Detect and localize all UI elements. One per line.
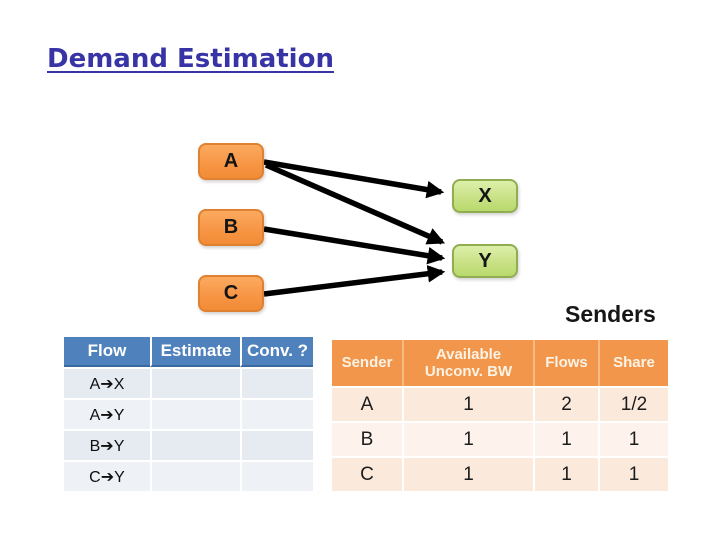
senders-table-header-bw: Available Unconv. BW [402,340,533,386]
flow-cell: A➔Y [64,400,150,429]
estimate-cell [150,431,240,460]
share-cell: 1/2 [598,388,668,421]
flows-cell: 1 [533,458,598,491]
share-cell: 1 [598,423,668,456]
bw-cell: 1 [402,388,533,421]
sender-cell: B [332,423,402,456]
sender-node-a-label: A [223,150,239,172]
slide-title: Demand Estimation [47,44,334,74]
receiver-node-x-label: X [478,184,492,207]
sender-cell: C [332,458,402,491]
sender-node-b-label: B [223,216,239,238]
flow-table: Flow Estimate Conv. ? A➔X A➔Y B➔Y C➔Y [64,337,313,491]
flow-cell: B➔Y [64,431,150,460]
bw-cell: 1 [402,458,533,491]
sender-node-c-label: C [223,282,239,304]
estimate-cell [150,462,240,491]
receiver-node-y: Y [452,244,518,278]
flows-cell: 2 [533,388,598,421]
edge-b-y [263,226,446,265]
senders-heading: Senders [565,301,656,327]
senders-table-header-flows: Flows [533,340,598,386]
receiver-node-y-label: Y [478,249,492,272]
flow-table-header-conv: Conv. ? [240,337,313,367]
sender-cell: A [332,388,402,421]
conv-cell [240,369,313,398]
receiver-node-x: X [452,179,518,213]
edge-a-x [263,159,445,199]
share-cell: 1 [598,458,668,491]
flow-table-header-estimate: Estimate [150,337,240,367]
flow-cell: A➔X [64,369,150,398]
estimate-cell [150,400,240,429]
bw-cell: 1 [402,423,533,456]
edge-a-y [264,162,446,245]
senders-table: Sender Available Unconv. BW Flows Share … [332,340,668,491]
conv-cell [240,400,313,429]
sender-node-a: A [198,143,264,180]
sender-node-c: C [198,275,264,312]
edge-c-y [263,265,446,297]
conv-cell [240,431,313,460]
senders-table-header-sender: Sender [332,340,402,386]
flow-table-header-flow: Flow [64,337,150,367]
estimate-cell [150,369,240,398]
sender-node-b: B [198,209,264,246]
flows-cell: 1 [533,423,598,456]
conv-cell [240,462,313,491]
senders-table-header-share: Share [598,340,668,386]
flow-cell: C➔Y [64,462,150,491]
